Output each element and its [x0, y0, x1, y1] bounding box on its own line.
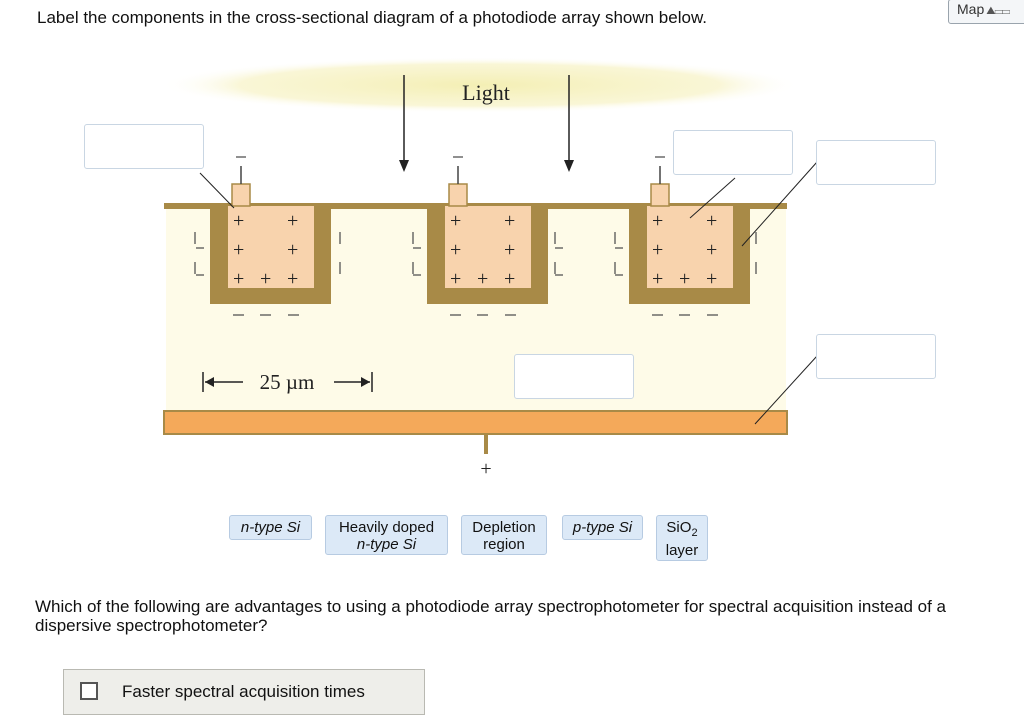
bottom-electrode — [163, 410, 788, 435]
svg-text:+: + — [260, 268, 271, 290]
leader-lines — [199, 161, 818, 425]
svg-text:+: + — [233, 239, 244, 261]
chip-text: Heavily doped — [338, 519, 435, 536]
light-arrow — [564, 75, 574, 172]
svg-text:+: + — [652, 268, 663, 290]
chip-text-2: layer — [665, 542, 699, 559]
chip-text-sub: 2 — [691, 527, 698, 539]
label-chip-heavily-doped-n-type-si[interactable]: Heavily doped n-type Si — [325, 515, 448, 555]
chip-text: Depletion — [472, 519, 536, 536]
label-chip-n-type-si[interactable]: n-type Si — [229, 515, 312, 540]
label-drop-target[interactable] — [816, 334, 936, 379]
svg-text:+: + — [706, 268, 717, 290]
chip-text: n-type Si — [240, 519, 301, 536]
chip-text: SiO — [666, 519, 692, 536]
svg-text:+: + — [450, 210, 461, 232]
svg-text:+: + — [652, 210, 663, 232]
light-arrow — [399, 75, 409, 172]
photodiode-element: + + + + + + + — [210, 166, 331, 304]
svg-text:+: + — [287, 210, 298, 232]
label-chip-sio2-layer[interactable]: SiO2 layer — [656, 515, 708, 561]
chip-text-2: n-type Si — [356, 536, 417, 553]
light-glow — [160, 57, 800, 113]
svg-text:+: + — [287, 239, 298, 261]
question-prompt: Label the components in the cross-sectio… — [37, 8, 708, 27]
svg-text:+: + — [652, 239, 663, 261]
bottom-contact-sign: + — [480, 458, 491, 480]
svg-text:+: + — [477, 268, 488, 290]
answer-checkbox[interactable] — [80, 682, 98, 700]
svg-text:+: + — [706, 239, 717, 261]
map-icon: ⛰▭▭ — [986, 5, 1010, 17]
label-drop-target[interactable] — [816, 140, 936, 185]
svg-text:+: + — [233, 268, 244, 290]
photodiode-diagram: Light + + + + + + + + + + + + + + — [160, 57, 818, 480]
svg-text:+: + — [706, 210, 717, 232]
chip-text: p-type Si — [572, 519, 633, 536]
photodiode-element: + + + + + + + — [427, 166, 548, 304]
scale-bar — [202, 372, 373, 392]
answer-option-label: Faster spectral acquisition times — [122, 682, 365, 701]
svg-text:+: + — [233, 210, 244, 232]
svg-text:+: + — [504, 239, 515, 261]
label-chip-depletion-region[interactable]: Depletion region — [461, 515, 547, 555]
svg-text:+: + — [679, 268, 690, 290]
label-drop-target[interactable] — [84, 124, 204, 169]
answer-option[interactable]: Faster spectral acquisition times — [63, 669, 425, 715]
photodiode-element: + + + + + + + — [629, 166, 750, 304]
light-label: Light — [462, 80, 510, 105]
svg-text:+: + — [450, 268, 461, 290]
svg-text:+: + — [287, 268, 298, 290]
label-chip-p-type-si[interactable]: p-type Si — [562, 515, 643, 540]
chip-text-2: region — [483, 536, 525, 553]
label-drop-target[interactable] — [514, 354, 634, 399]
map-button-label: Map — [957, 1, 985, 17]
label-drop-target[interactable] — [673, 130, 793, 175]
svg-text:+: + — [450, 239, 461, 261]
map-button[interactable]: Map⛰▭▭ — [948, 0, 1024, 24]
svg-text:+: + — [504, 268, 515, 290]
followup-question: Which of the following are advantages to… — [35, 597, 946, 635]
svg-text:+: + — [504, 210, 515, 232]
negative-charges — [194, 156, 757, 316]
scale-label: 25 µm — [260, 370, 315, 394]
